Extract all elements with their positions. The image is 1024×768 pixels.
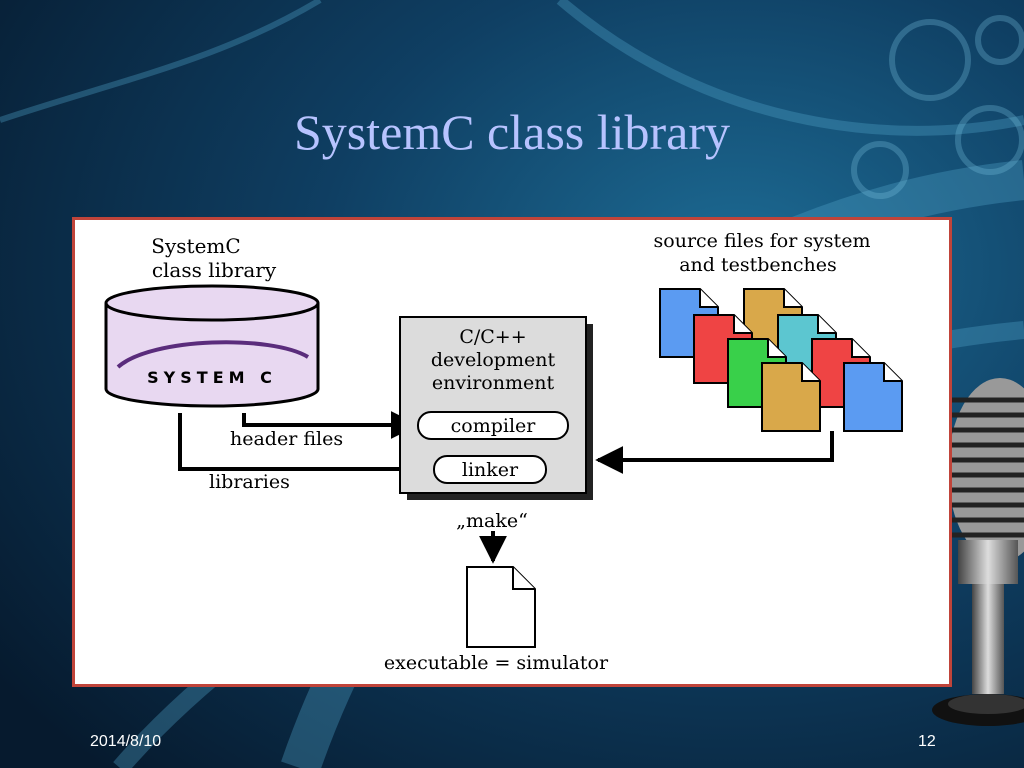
linker-node: linker	[433, 455, 547, 484]
executable-file-icon	[466, 566, 536, 648]
linker-label: linker	[462, 459, 519, 481]
libraries-arrow	[178, 413, 431, 483]
executable-label: executable = simulator	[384, 652, 609, 674]
file-icon	[843, 362, 903, 432]
env-title-line2: development	[431, 349, 556, 371]
systemc-flow-diagram: SystemC class library SYSTEM C header fi…	[72, 217, 952, 687]
source-to-linker-arrow	[595, 431, 834, 474]
footer-page-number: 12	[918, 733, 936, 750]
header-files-arrow	[242, 411, 419, 439]
make-label: „make“	[456, 510, 528, 532]
microphone-image	[932, 378, 1024, 726]
library-label-line2: class library	[152, 258, 277, 282]
systemc-library-database-icon: SYSTEM C	[104, 284, 320, 408]
systemc-logo-text: SYSTEM C	[147, 368, 277, 387]
libraries-label: libraries	[209, 471, 290, 493]
cpp-dev-environment-box: C/C++ development environment compiler l…	[399, 316, 593, 500]
env-title-line3: environment	[432, 372, 555, 394]
library-label-line1: SystemC	[151, 234, 240, 258]
header-files-label: header files	[230, 428, 343, 450]
sources-label-line2: and testbenches	[679, 254, 837, 276]
env-title-line1: C/C++	[459, 326, 526, 348]
slide-title: SystemC class library	[293, 104, 731, 160]
file-icon	[761, 362, 821, 432]
footer-date: 2014/8/10	[90, 733, 162, 750]
source-file-icons	[659, 288, 903, 432]
bokeh-circles	[851, 15, 1024, 199]
compiler-node: compiler	[417, 411, 569, 440]
sources-label-line1: source files for system	[654, 230, 871, 252]
compiler-label: compiler	[451, 415, 537, 437]
